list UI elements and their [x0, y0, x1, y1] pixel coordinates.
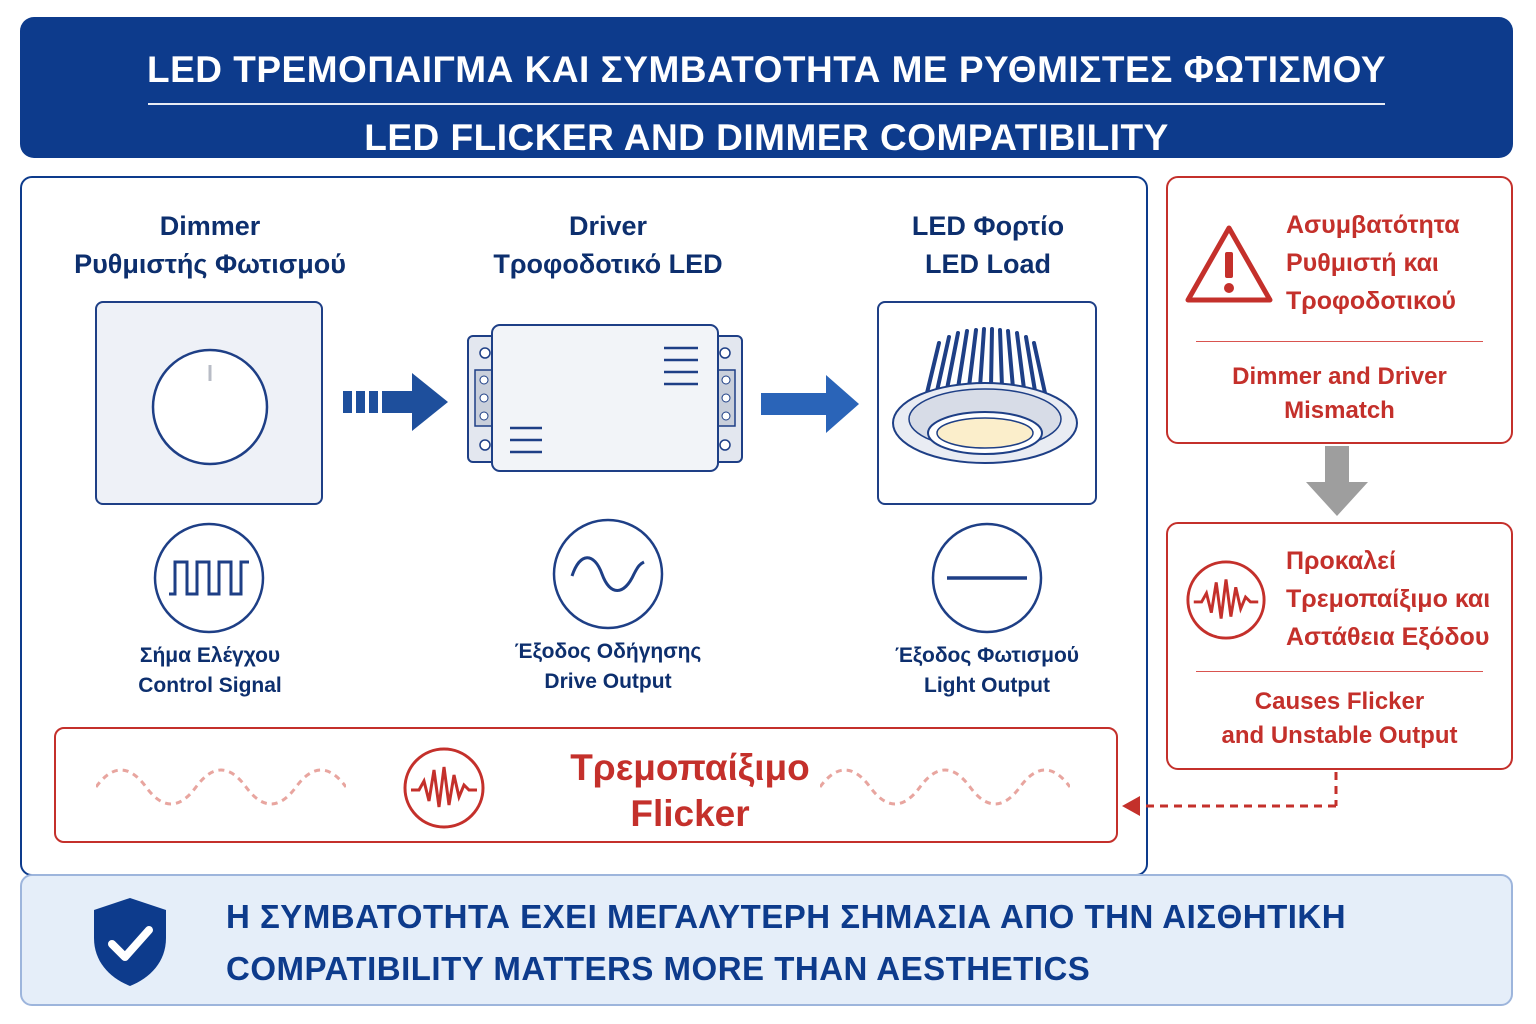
effect-title-2: Τρεμοπαίξιμο και — [1286, 585, 1491, 613]
square-wave-icon — [153, 522, 265, 634]
dimmer-title-gr: Ρυθμιστής Φωτισμού — [74, 249, 346, 279]
effect-card: Προκαλεί Τρεμοπαίξιμο και Αστάθεια Εξόδο… — [1166, 522, 1513, 770]
footer-banner: Η ΣΥΜΒΑΤΟΤΗΤΑ ΕΧΕΙ ΜΕΓΑΛΥΤΕΡΗ ΣΗΜΑΣΙΑ ΑΠ… — [20, 874, 1513, 1006]
flicker-bar: Τρεμοπαίξιμο Flicker — [54, 727, 1118, 843]
mismatch-title: Ασυμβατότητα Ρυθμιστή και Τροφοδοτικού — [1286, 206, 1460, 320]
flicker-wave-right — [820, 768, 1070, 806]
flicker-label-en: Flicker — [630, 793, 750, 834]
dimmer-title: Dimmer Ρυθμιστής Φωτισμού — [60, 207, 360, 283]
control-signal-gr: Σήμα Ελέγχου — [139, 644, 281, 667]
mismatch-title-1: Ασυμβατότητα — [1286, 211, 1460, 239]
led-load-title: LED Φορτίο LED Load — [838, 207, 1138, 283]
dimmer-box — [95, 301, 323, 505]
title-english: LED FLICKER AND DIMMER COMPATIBILITY — [364, 117, 1169, 158]
effect-subtitle-1: Causes Flicker — [1254, 688, 1425, 715]
light-output-caption: Έξοδος Φωτισμού Light Output — [847, 641, 1127, 701]
warning-triangle-icon — [1185, 225, 1273, 303]
control-signal-en: Control Signal — [138, 674, 282, 697]
header-divider — [148, 103, 1385, 105]
drive-output-gr: Έξοδος Οδήγησης — [514, 640, 702, 663]
control-signal-caption: Σήμα Ελέγχου Control Signal — [70, 641, 350, 701]
driver-title-en: Driver — [568, 211, 648, 241]
effect-divider — [1196, 671, 1483, 672]
mismatch-title-3: Τροφοδοτικού — [1286, 287, 1456, 315]
dimmer-title-en: Dimmer — [159, 211, 261, 241]
footer-text-english: COMPATIBILITY MATTERS MORE THAN AESTHETI… — [226, 950, 1091, 987]
dimmer-to-driver-arrow — [343, 373, 448, 431]
title-greek: LED ΤΡΕΜΟΠΑΙΓΜΑ ΚΑΙ ΣΥΜΒΑΤΟΤΗΤΑ ΜΕ ΡΥΘΜΙ… — [146, 49, 1387, 90]
drive-output-caption: Έξοδος Οδήγησης Drive Output — [468, 637, 748, 697]
dimmer-knob-icon — [151, 348, 269, 466]
shield-check-icon — [94, 898, 166, 986]
flicker-label: Τρεμοπαίξιμο Flicker — [550, 745, 830, 837]
sine-wave-icon — [552, 518, 664, 630]
flicker-wave-left — [96, 768, 346, 806]
mismatch-subtitle-2: Mismatch — [1284, 397, 1395, 424]
driver-to-led-arrow — [761, 375, 859, 433]
mismatch-divider — [1196, 341, 1483, 342]
flicker-pulse-icon — [1186, 560, 1266, 640]
mismatch-card: Ασυμβατότητα Ρυθμιστή και Τροφοδοτικού D… — [1166, 176, 1513, 444]
led-load-title-2: LED Load — [925, 249, 1051, 279]
drive-output-en: Drive Output — [544, 670, 672, 693]
footer-text-greek: Η ΣΥΜΒΑΤΟΤΗΤΑ ΕΧΕΙ ΜΕΓΑΛΥΤΕΡΗ ΣΗΜΑΣΙΑ ΑΠ… — [226, 898, 1347, 935]
effect-title-3: Αστάθεια Εξόδου — [1286, 623, 1490, 651]
driver-title-gr: Τροφοδοτικό LED — [493, 249, 723, 279]
driver-title: Driver Τροφοδοτικό LED — [458, 207, 758, 283]
flat-line-icon — [931, 522, 1043, 634]
mismatch-subtitle: Dimmer and Driver Mismatch — [1168, 360, 1511, 428]
effect-to-flicker-connector — [1122, 772, 1338, 816]
effect-subtitle-2: and Unstable Output — [1221, 722, 1458, 749]
mismatch-subtitle-1: Dimmer and Driver — [1232, 363, 1447, 390]
effect-subtitle: Causes Flicker and Unstable Output — [1168, 685, 1511, 753]
effect-title-1: Προκαλεί — [1286, 547, 1396, 575]
mismatch-to-effect-arrow — [1306, 446, 1368, 516]
light-output-gr: Έξοδος Φωτισμού — [894, 644, 1080, 667]
mismatch-title-2: Ρυθμιστή και — [1286, 249, 1439, 277]
light-output-en: Light Output — [924, 674, 1050, 697]
header-banner: LED ΤΡΕΜΟΠΑΙΓΜΑ ΚΑΙ ΣΥΜΒΑΤΟΤΗΤΑ ΜΕ ΡΥΘΜΙ… — [20, 17, 1513, 158]
effect-title: Προκαλεί Τρεμοπαίξιμο και Αστάθεια Εξόδο… — [1286, 542, 1490, 656]
led-driver-icon — [467, 324, 743, 472]
led-load-title-1: LED Φορτίο — [911, 211, 1065, 241]
flicker-label-gr: Τρεμοπαίξιμο — [570, 747, 810, 788]
flicker-pulse-icon — [403, 747, 485, 829]
led-load-box — [877, 301, 1097, 505]
led-downlight-icon — [892, 327, 1078, 464]
